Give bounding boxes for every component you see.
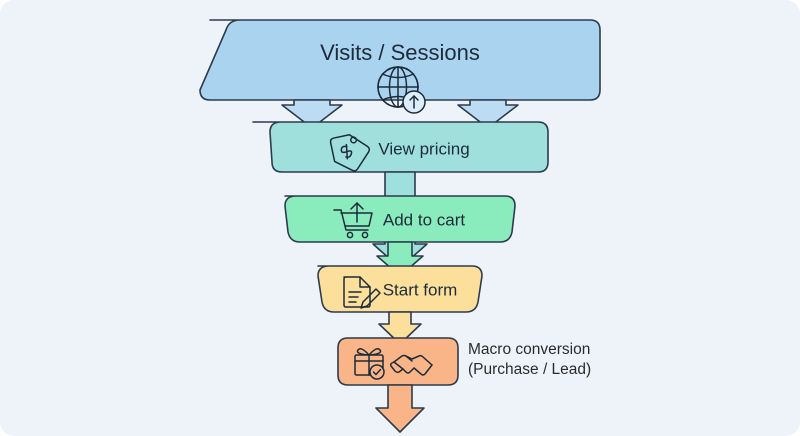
stage-start-form-label: Start form (383, 280, 458, 299)
gift-box-check-icon (354, 348, 385, 380)
stage-visits-shape (199, 19, 601, 101)
arrow-form-to-macro (378, 311, 422, 345)
macro-conversion-outside-label: Macro conversion (Purchase / Lead) (468, 341, 591, 378)
globe-arrow-up-icon (377, 66, 426, 114)
svg-text:(Purchase / Lead): (Purchase / Lead) (468, 361, 591, 378)
document-pencil-icon (343, 276, 381, 309)
stage-view-pricing-label: View pricing (378, 139, 469, 158)
shopping-cart-upload-icon (333, 202, 373, 239)
stage-visits[interactable]: Visits / Sessions (199, 19, 601, 101)
arrow-visits-left (281, 99, 343, 129)
stage-visits-label: Visits / Sessions (320, 40, 480, 65)
arrow-visits-right (457, 99, 519, 129)
svg-text:Macro conversion: Macro conversion (468, 341, 590, 358)
stage-add-to-cart[interactable]: Add to cart (284, 195, 516, 243)
handshake-icon (389, 354, 433, 376)
price-tag-icon (329, 133, 371, 172)
arrow-macro-exit (375, 384, 425, 433)
stage-macro-conversion-shape (337, 337, 459, 386)
stage-macro-conversion[interactable] (337, 337, 459, 386)
stage-start-form[interactable]: Start form (317, 265, 483, 313)
stage-view-pricing[interactable]: View pricing (252, 121, 549, 173)
stage-add-to-cart-label: Add to cart (383, 210, 465, 229)
